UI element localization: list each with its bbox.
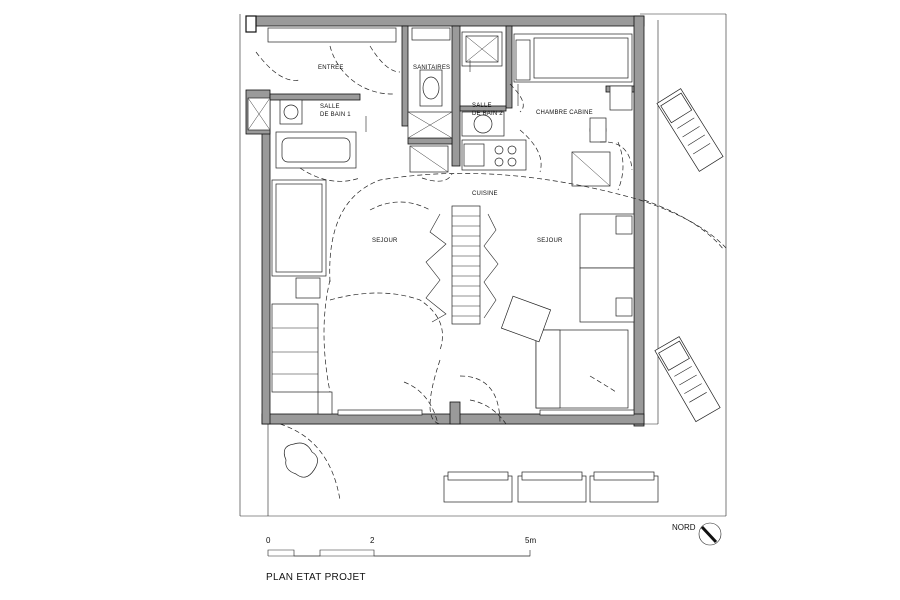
- label-sejour-right: SEJOUR: [537, 238, 563, 244]
- label-salle-bain-2-l1: SALLE: [472, 103, 492, 109]
- left-bed: [271, 179, 327, 393]
- plan-title: PLAN ETAT PROJET: [266, 572, 366, 583]
- label-entree: ENTREE: [318, 65, 344, 71]
- scale-tick-0: 0: [266, 536, 271, 545]
- compass-icon: [698, 522, 722, 546]
- scale-tick-2: 2: [370, 536, 375, 545]
- interior-walls: [269, 25, 635, 425]
- label-sejour-left: SEJOUR: [372, 238, 398, 244]
- kitchen: [409, 139, 527, 173]
- label-salle-bain-1-l1: SALLE: [320, 104, 340, 110]
- north-label: NORD: [672, 523, 696, 532]
- entrance-door: [255, 45, 401, 95]
- label-salle-bain-1-l2: DE BAIN 1: [320, 112, 351, 118]
- circulation-curves: [279, 141, 727, 501]
- room-labels: ENTREE SANITAIRES SALLE DE BAIN 1 SALLE …: [318, 65, 593, 244]
- cabin-bedroom: [513, 33, 633, 191]
- label-salle-bain-2-l2: DE BAIN 2: [472, 111, 503, 117]
- bathroom-2: [461, 31, 524, 137]
- north-arrow: NORD: [672, 522, 722, 546]
- terrace-planters: [443, 471, 659, 503]
- bathroom-1: [247, 97, 367, 182]
- wc-toilet: [407, 69, 453, 139]
- label-chambre-cabine: CHAMBRE CABINE: [536, 110, 593, 116]
- terrace-loungers: [643, 88, 725, 423]
- terrace-pond: [283, 442, 318, 478]
- radiators: [267, 27, 635, 416]
- scale-bar: 0 2 5m: [266, 536, 536, 557]
- label-sanitaires: SANITAIRES: [413, 65, 450, 71]
- staircase: [425, 205, 499, 325]
- label-cuisine: CUISINE: [472, 191, 498, 197]
- scale-tick-5: 5m: [525, 536, 536, 545]
- living-room-furniture: [500, 213, 635, 409]
